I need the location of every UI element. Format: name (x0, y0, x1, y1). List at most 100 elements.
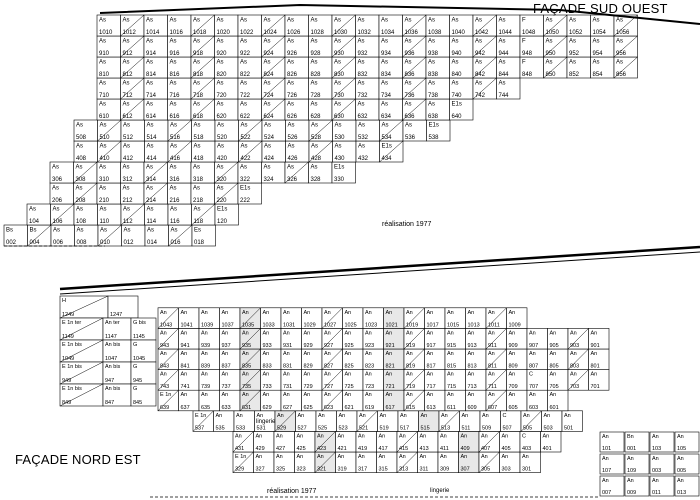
unit-number-label: 829 (304, 364, 313, 370)
unit-number-label: 112 (123, 219, 133, 225)
roof-line (99, 3, 700, 25)
unit-type-label: As (452, 60, 459, 66)
unit-type-label: An (283, 351, 290, 357)
unit-number-label: 845 (133, 400, 142, 406)
stair-line (232, 451, 254, 473)
unit-type-label: As (358, 39, 365, 45)
unit-number-label: 001 (627, 446, 636, 452)
stair-line (472, 14, 497, 37)
unit-type-label: As (311, 60, 318, 66)
unit-type-label: As (52, 165, 59, 171)
unit-number-label: 942 (475, 51, 486, 57)
unit-type-label: An (602, 434, 609, 440)
unit-type-label: An (509, 392, 516, 398)
unit-number-label: 210 (99, 198, 110, 204)
unit-number-label: 922 (240, 51, 251, 57)
unit-number-label: 012 (124, 240, 135, 246)
stair-line (120, 35, 145, 58)
unit-type-label: As (311, 18, 318, 24)
unit-number-label: 928 (311, 51, 322, 57)
unit-number-label: 844 (499, 72, 510, 78)
unit-number-label: 737 (222, 384, 231, 390)
unit-type-label: An (256, 433, 263, 439)
unit-number-label: 625 (304, 405, 313, 411)
unit-number-label: 724 (264, 93, 275, 99)
unit-number-label: 508 (76, 135, 87, 141)
unit-type-label: As (147, 123, 154, 129)
unit-number-label: 923 (365, 343, 374, 349)
stair-line (543, 56, 568, 79)
unit-type-label: An ter (105, 320, 120, 326)
unit-number-label: 847 (105, 400, 114, 406)
unit-type-label: As (381, 102, 388, 108)
unit-number-label: 728 (311, 93, 322, 99)
unit-type-label: As (193, 39, 200, 45)
unit-number-label: 617 (386, 405, 395, 411)
unit-outline (674, 453, 700, 475)
unit-number-label: 528 (311, 135, 322, 141)
facade-sud-ouest: Bs002Bs004As006As008As010As012As014As016… (3, 3, 700, 247)
stair-line (403, 369, 425, 391)
unit-type-label: As (288, 123, 295, 129)
unit-type-label: An (242, 310, 249, 316)
unit-number-label: 918 (193, 51, 204, 57)
unit-type-label: An (201, 392, 208, 398)
stair-line (167, 140, 192, 163)
stair-line (321, 369, 343, 391)
unit-number-label: 421 (338, 446, 347, 452)
unit-type-label: An (304, 372, 311, 378)
unit-type-label: C (529, 372, 533, 378)
unit-number-label: 1056 (616, 30, 630, 36)
unit-number-label: 823 (365, 364, 374, 370)
stair-line (331, 77, 356, 100)
unit-number-label: 014 (147, 240, 158, 246)
unit-number-label: 740 (452, 93, 463, 99)
title-facade-nord-est: FAÇADE NORD EST (15, 452, 141, 467)
unit-number-label: 318 (193, 177, 204, 183)
stair-line (543, 35, 568, 58)
stair-line (167, 119, 192, 142)
unit-outline (624, 453, 650, 475)
unit-number-label: 634 (381, 114, 392, 120)
unit-type-label: An (509, 372, 516, 378)
stair-line (613, 56, 638, 79)
unit-number-label: 809 (509, 364, 518, 370)
stair-line (567, 348, 589, 370)
unit-type-label: An (406, 351, 413, 357)
unit-number-label: 520 (217, 135, 228, 141)
stair-line (50, 203, 75, 226)
unit-type-label: An (365, 351, 372, 357)
